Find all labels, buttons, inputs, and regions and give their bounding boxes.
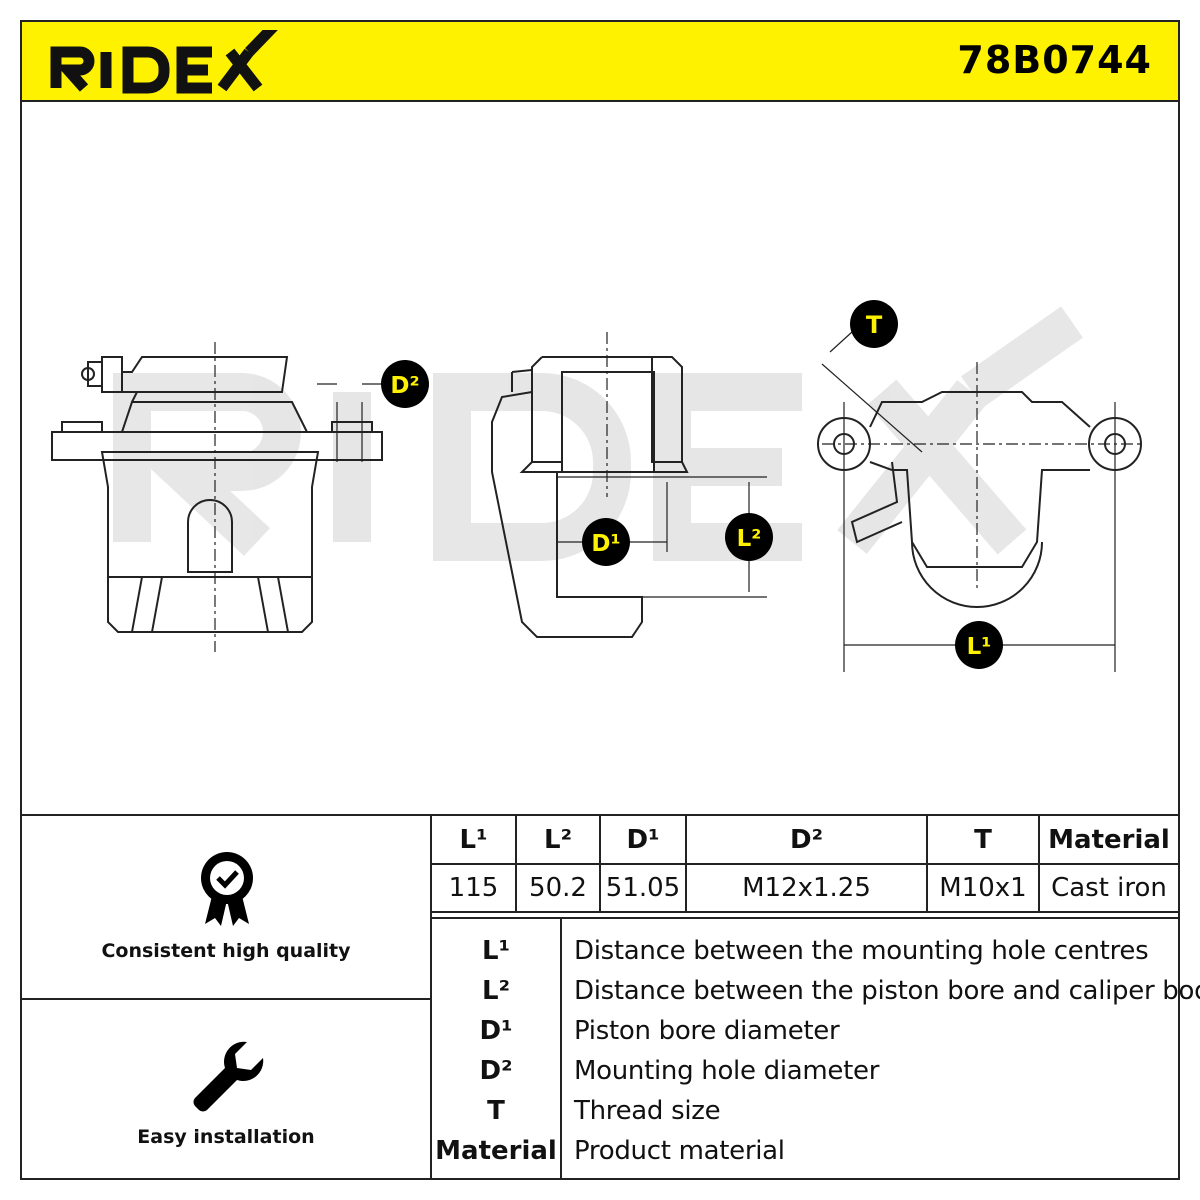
spec-value-material: Cast iron <box>1038 863 1178 913</box>
legend: L¹ Distance between the mounting hole ce… <box>432 917 1200 1180</box>
header-bar: 78B0744 <box>22 22 1178 102</box>
feature-quality: Consistent high quality <box>22 816 430 1000</box>
legend-description: Piston bore diameter <box>574 1016 840 1046</box>
spec-header-d1: D¹ <box>599 816 687 865</box>
ridex-logo <box>50 30 278 94</box>
callout-d1: D¹ <box>582 518 630 566</box>
info-section: Consistent high quality Easy installatio… <box>22 814 1200 1180</box>
legend-symbol: T <box>487 1096 505 1126</box>
spec-table: L¹ L² D¹ D² T Material 115 50.2 51.05 M1… <box>432 816 1178 913</box>
svg-text:D¹: D¹ <box>591 531 620 557</box>
legend-row: L¹ Distance between the mounting hole ce… <box>432 931 1178 971</box>
callout-d2: D² <box>381 360 429 408</box>
legend-row: T Thread size <box>432 1091 1178 1131</box>
specs-panel: L¹ L² D¹ D² T Material 115 50.2 51.05 M1… <box>432 816 1200 1180</box>
spec-value-l1: 115 <box>432 863 517 913</box>
legend-symbol: D¹ <box>479 1016 513 1046</box>
spec-header-l2: L² <box>515 816 601 865</box>
part-number: 78B0744 <box>957 38 1152 82</box>
svg-text:D²: D² <box>390 373 419 399</box>
svg-text:T: T <box>866 311 883 339</box>
callout-t: T <box>850 300 898 348</box>
svg-text:L¹: L¹ <box>967 634 992 660</box>
legend-row: D¹ Piston bore diameter <box>432 1011 1178 1051</box>
caliper-front-view <box>817 331 1142 672</box>
legend-symbol: D² <box>479 1056 513 1086</box>
quality-badge-icon <box>201 852 253 926</box>
legend-description: Mounting hole diameter <box>574 1056 880 1086</box>
spec-header-material: Material <box>1038 816 1178 865</box>
legend-row: L² Distance between the piston bore and … <box>432 971 1200 1011</box>
callout-l2: L² <box>725 513 773 561</box>
spec-value-d1: 51.05 <box>599 863 687 913</box>
feature-quality-label: Consistent high quality <box>101 940 351 962</box>
features-panel: Consistent high quality Easy installatio… <box>22 816 432 1178</box>
technical-drawing: T D² D¹ L² L¹ <box>51 300 1142 672</box>
page-frame: 78B0744 <box>20 20 1200 1180</box>
spec-value-t: M10x1 <box>926 863 1040 913</box>
legend-row: Material Product material <box>432 1131 1178 1171</box>
callout-l1: L¹ <box>955 621 1003 669</box>
legend-symbol: L² <box>482 976 510 1006</box>
spec-header-row: L¹ L² D¹ D² T Material <box>432 816 1178 865</box>
spec-value-l2: 50.2 <box>515 863 601 913</box>
spec-header-l1: L¹ <box>432 816 517 865</box>
legend-description: Distance between the piston bore and cal… <box>574 976 1200 1006</box>
legend-divider <box>560 919 562 1180</box>
caliper-side-view <box>51 342 383 652</box>
legend-symbol: L¹ <box>482 936 510 966</box>
legend-description: Product material <box>574 1136 785 1166</box>
feature-installation-label: Easy installation <box>137 1126 315 1148</box>
spec-header-t: T <box>926 816 1040 865</box>
svg-text:L²: L² <box>737 526 762 552</box>
legend-description: Distance between the mounting hole centr… <box>574 936 1149 966</box>
spec-value-row: 115 50.2 51.05 M12x1.25 M10x1 Cast iron <box>432 863 1178 913</box>
caliper-section-view <box>491 332 767 638</box>
legend-row: D² Mounting hole diameter <box>432 1051 1178 1091</box>
feature-installation: Easy installation <box>22 1000 430 1178</box>
wrench-icon <box>193 1041 264 1112</box>
legend-description: Thread size <box>574 1096 721 1126</box>
spec-value-d2: M12x1.25 <box>685 863 928 913</box>
spec-header-d2: D² <box>685 816 928 865</box>
legend-symbol: Material <box>435 1136 557 1166</box>
